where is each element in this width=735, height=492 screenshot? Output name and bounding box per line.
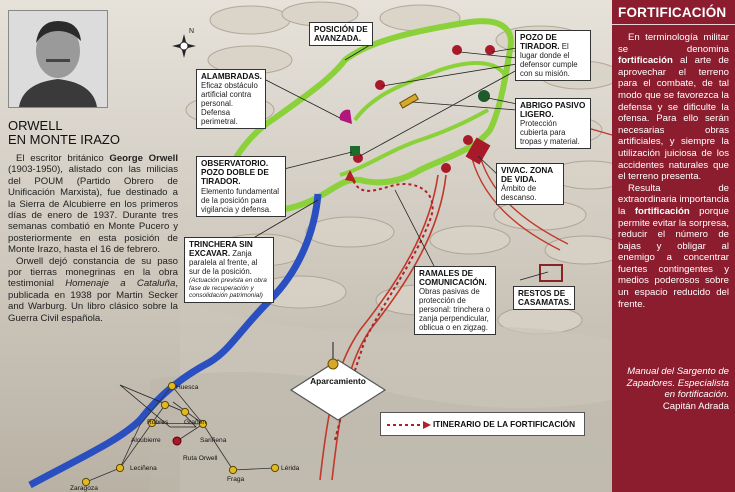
callout-trinchera: TRINCHERA SIN EXCAVAR. Zanja paralela al…: [184, 237, 274, 303]
itinerary-legend: ITINERARIO DE LA FORTIFICACIÓN: [380, 412, 585, 436]
city-ruta-orwell: Ruta Orwell: [183, 455, 218, 462]
city-robres: Robres: [147, 419, 169, 426]
compass-icon: N: [172, 28, 196, 58]
trench-line: [28, 193, 322, 489]
parking-label: Aparcamiento: [310, 376, 366, 386]
svg-text:N: N: [189, 28, 194, 35]
shelter-marker: [339, 109, 352, 124]
vivac-marker: [465, 137, 491, 165]
callout-restos: RESTOS DE CASAMATAS.: [513, 286, 575, 311]
callout-observatorio: OBSERVATORIO. POZO DOBLE DE TIRADOR.Elem…: [196, 156, 286, 217]
orwell-portrait: [8, 10, 108, 108]
orwell-heading: ORWELL EN MONTE IRAZO: [8, 118, 120, 147]
panel-signature: Manual del Sargento de Zapadores. Especi…: [626, 366, 729, 412]
casemate-ruin: [539, 264, 563, 282]
city-alcubierre: Alcubierre: [131, 437, 161, 444]
city-huesca: Huesca: [176, 384, 199, 391]
city-fraga: Fraga: [227, 476, 245, 483]
leader-lines: [249, 44, 549, 281]
observation-post-marker: [350, 146, 360, 156]
legend-label: ITINERARIO DE LA FORTIFICACIÓN: [433, 419, 576, 429]
city-lerida: Lérida: [281, 465, 300, 472]
panel-title: FORTIFICACIÓN: [618, 5, 727, 20]
callout-posicion: POSICIÓN DE AVANZADA.: [309, 22, 373, 47]
callout-ramales: RAMALES DE COMUNICACIÓN.Obras pasivas de…: [414, 266, 496, 336]
city-zaragoza: Zaragoza: [70, 485, 98, 492]
inset-route-map: [81, 381, 280, 487]
fortification-panel: FORTIFICACIÓN En terminología militar se…: [612, 0, 735, 492]
abrigo-marker: [399, 93, 419, 109]
orwell-text: El escritor británico George Orwell (190…: [8, 153, 178, 324]
callout-abrigo: ABRIGO PASIVO LIGERO.Protección cubierta…: [515, 98, 591, 150]
callout-alambradas: ALAMBRADAS.Eficaz obstáculo artificial c…: [196, 69, 266, 130]
panel-body: En terminología militar se denomina fort…: [618, 32, 729, 310]
city-lecinena: Leciñena: [130, 465, 157, 472]
callout-vivac: VIVAC. ZONA DE VIDA. Ámbito de descanso.: [496, 163, 564, 206]
city-sarinena: Sariñena: [200, 437, 227, 444]
panel-divider: [612, 24, 735, 25]
callout-pozo-tirador: POZO DE TIRADOR. El lugar donde el defen…: [515, 30, 591, 82]
city-granen: Grañén: [184, 419, 206, 426]
parking-sign: [289, 342, 387, 421]
wire-perimeter: [207, 18, 514, 216]
